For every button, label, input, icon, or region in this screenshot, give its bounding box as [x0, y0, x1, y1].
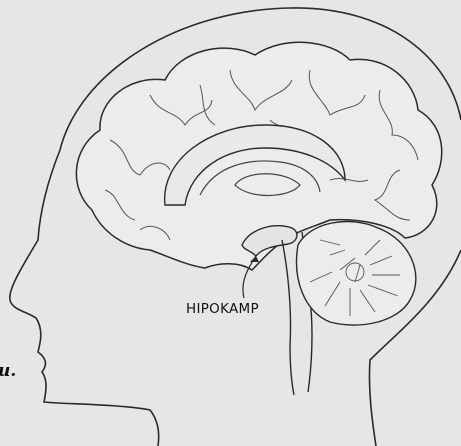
hippocampus-label: HIPOKAMP: [186, 301, 259, 317]
edge-text-fragment: u.: [0, 361, 16, 381]
cerebellum: [297, 222, 416, 326]
